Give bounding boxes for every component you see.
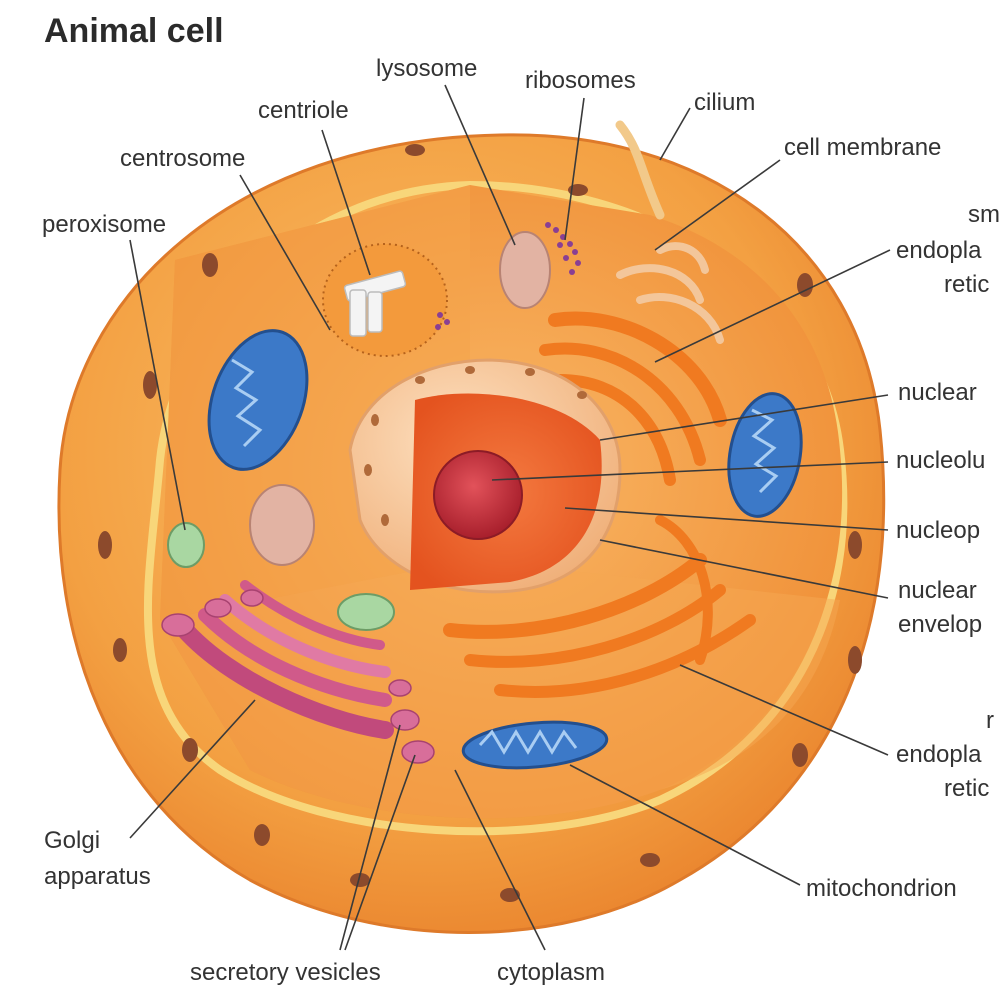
label-golgi-2: apparatus bbox=[44, 863, 151, 890]
label-nuclear-pore: nuclear bbox=[898, 379, 977, 406]
nuclear-pores-shapes bbox=[364, 366, 587, 526]
label-rough-er-1: r bbox=[986, 707, 994, 734]
label-nuclear-envelope-1: nuclear bbox=[898, 577, 977, 604]
mitochondrion-bottom bbox=[461, 720, 609, 770]
nucleus bbox=[348, 358, 622, 594]
lysosome bbox=[499, 231, 551, 309]
label-nucleoplasm: nucleop bbox=[896, 517, 980, 544]
leader-lines bbox=[129, 84, 891, 951]
label-centriole: centriole bbox=[258, 97, 349, 124]
label-golgi-1: Golgi bbox=[44, 827, 100, 854]
peroxisome bbox=[167, 522, 205, 568]
label-rough-er-3: retic bbox=[944, 775, 989, 802]
label-ribosomes: ribosomes bbox=[525, 67, 636, 94]
centriole bbox=[343, 270, 407, 337]
secretory-vesicles-shapes bbox=[161, 589, 435, 764]
rough-endoplasmic-reticulum bbox=[443, 311, 756, 698]
nucleolus-shape bbox=[433, 450, 523, 540]
label-cytoplasm: cytoplasm bbox=[497, 959, 605, 986]
labels: lysosome ribosomes centriole cilium cent… bbox=[42, 55, 1000, 986]
label-smooth-er-3: retic bbox=[944, 271, 989, 298]
label-cell-membrane: cell membrane bbox=[784, 134, 941, 161]
label-rough-er-2: endopla bbox=[896, 741, 982, 768]
centrosome bbox=[322, 243, 448, 357]
label-peroxisome: peroxisome bbox=[42, 211, 166, 238]
label-mitochondrion: mitochondrion bbox=[806, 875, 957, 902]
smooth-endoplasmic-reticulum bbox=[616, 242, 724, 344]
label-smooth-er-1: sm bbox=[968, 201, 1000, 228]
label-nuclear-envelope-2: envelop bbox=[898, 611, 982, 638]
label-cilium: cilium bbox=[694, 89, 755, 116]
label-smooth-er-2: endopla bbox=[896, 237, 982, 264]
peroxisome-2 bbox=[337, 593, 395, 631]
label-centrosome: centrosome bbox=[120, 145, 245, 172]
mitochondrion-upper-left bbox=[207, 329, 309, 471]
label-nucleolus: nucleolu bbox=[896, 447, 985, 474]
diagram-title: Animal cell bbox=[44, 12, 224, 50]
cilium bbox=[615, 120, 665, 220]
label-secretory-vesicles: secretory vesicles bbox=[190, 959, 381, 986]
label-lysosome: lysosome bbox=[376, 55, 477, 82]
mitochondrion-right bbox=[727, 392, 803, 518]
ribosomes bbox=[435, 222, 581, 330]
lysosome-2 bbox=[249, 484, 315, 566]
